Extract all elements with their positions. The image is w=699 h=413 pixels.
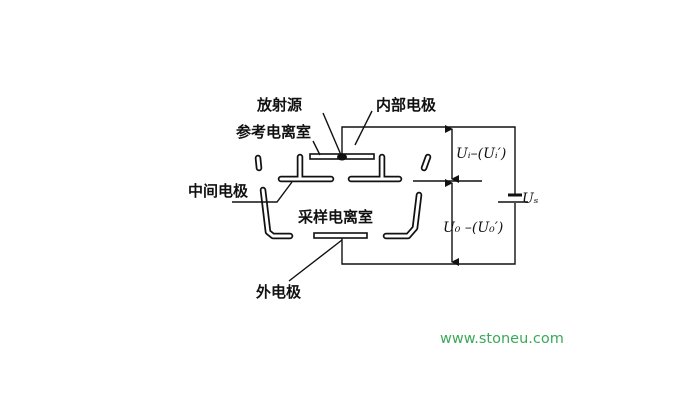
source-voltage-label: Uₛ [522, 191, 539, 207]
middle-electrode-right [347, 153, 403, 183]
radiation-source-icon [337, 153, 347, 161]
small-electrode-pieces [254, 153, 432, 172]
lower-voltage-label: U₀ –(U₀′) [443, 220, 503, 236]
radiation-source-label: 放射源 [256, 96, 302, 114]
middle-electrode-label: 中间电极 [188, 182, 249, 200]
inner-electrode [309, 153, 375, 161]
sampling-chamber-label: 采样电离室 [297, 208, 373, 226]
inner-electrode-label: 内部电极 [376, 96, 437, 114]
watermark: www.stoneu.com [440, 331, 564, 347]
outer-electrode-label: 外电极 [255, 283, 302, 301]
circuit-wires [341, 126, 516, 265]
upper-voltage-label: Uᵢ–(Uᵢ′) [456, 146, 506, 162]
voltage-arrows [413, 125, 482, 266]
middle-electrode-left [277, 153, 335, 183]
leader-lines [232, 110, 373, 282]
outer-electrode-sides [259, 186, 423, 240]
battery-icon [498, 193, 528, 203]
reference-chamber-label: 参考电离室 [236, 123, 311, 141]
outer-electrode-plate [313, 232, 368, 239]
